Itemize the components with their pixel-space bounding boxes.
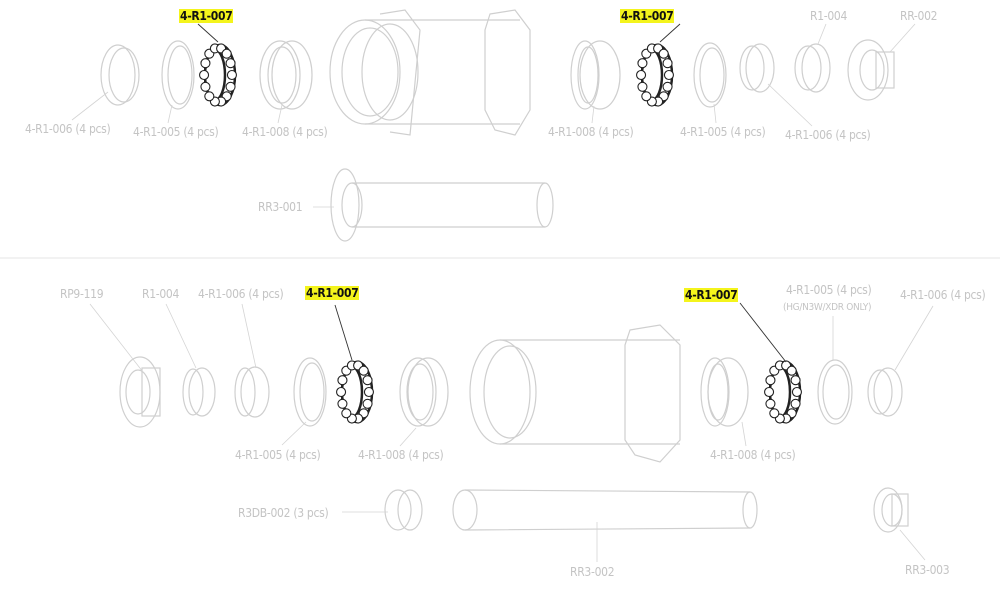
top-label-4-r1-007-left: 4-R1-007 — [179, 9, 234, 23]
bearing-ball — [764, 386, 775, 398]
bottom-part-4-r1-005-left — [293, 357, 327, 427]
top-bearing-4-r1-007-left — [199, 43, 237, 107]
bearing-ball — [362, 398, 373, 409]
bottom-part-4-r1-008-left — [399, 357, 449, 427]
bottom-part-r3db-002 — [384, 489, 423, 531]
bottom-label-4-r1-006-right: 4-R1-006 (4 pcs) — [900, 288, 986, 302]
top-label-4-r1-006-right: 4-R1-006 (4 pcs) — [785, 128, 871, 142]
bearing-ball — [791, 386, 802, 398]
bottom-label-4-r1-007-right: 4-R1-007 — [684, 288, 739, 302]
bottom-label-rr3-003: RR3-003 — [905, 563, 950, 577]
bottom-label-r3db-002: R3DB-002 (3 pcs) — [238, 506, 329, 520]
bearing-ball — [337, 398, 348, 409]
bearing-ball — [662, 81, 673, 92]
top-bearing-4-r1-007-right — [636, 43, 674, 107]
bearing-ball — [641, 91, 652, 102]
top-label-4-r1-007-right: 4-R1-007 — [620, 9, 675, 23]
bearing-ball — [204, 91, 215, 102]
top-label-4-r1-005-right: 4-R1-005 (4 pcs) — [680, 125, 766, 139]
bearing-ball — [200, 58, 211, 69]
bottom-label-hg-n3w-xdr-note: (HG/N3W/XDR ONLY) — [783, 302, 872, 313]
bearing-ball — [199, 69, 210, 81]
top-label-4-r1-005-left: 4-R1-005 (4 pcs) — [133, 125, 219, 139]
bearing-ball — [358, 365, 369, 376]
top-label-4-r1-008-right: 4-R1-008 (4 pcs) — [548, 125, 634, 139]
top-label-rr-002: RR-002 — [900, 9, 938, 23]
bottom-label-4-r1-007-left: 4-R1-007 — [305, 286, 360, 300]
top-part-4-r1-008-left — [259, 40, 313, 110]
bearing-ball — [226, 69, 237, 81]
bearing-ball — [662, 58, 673, 69]
top-part-4-r1-008-right — [570, 40, 621, 110]
bottom-part-4-r1-006-left — [234, 366, 270, 418]
top-hub-shell — [329, 9, 531, 136]
bearing-ball — [221, 48, 232, 59]
bottom-part-4-r1-005-right — [817, 359, 853, 425]
bearing-ball — [341, 408, 352, 419]
top-label-4-r1-006-left: 4-R1-006 (4 pcs) — [25, 122, 111, 136]
bottom-part-r1-004 — [182, 367, 216, 417]
bottom-label-rr3-002: RR3-002 — [570, 565, 615, 579]
bearing-ball — [765, 375, 776, 386]
bearing-ball — [790, 375, 801, 386]
bearing-ball — [765, 398, 776, 409]
bottom-label-4-r1-008-right: 4-R1-008 (4 pcs) — [710, 448, 796, 462]
bearing-ball — [225, 58, 236, 69]
bottom-label-4-r1-008-left: 4-R1-008 (4 pcs) — [358, 448, 444, 462]
bottom-part-rp9-119 — [119, 356, 161, 428]
top-label-4-r1-008-left: 4-R1-008 (4 pcs) — [242, 125, 328, 139]
bearing-ball — [636, 69, 647, 81]
top-axle-rr3-001 — [330, 168, 554, 242]
top-label-r1-004: R1-004 — [810, 9, 848, 23]
bearing-ball — [663, 69, 674, 81]
bottom-label-4-r1-006-left: 4-R1-006 (4 pcs) — [198, 287, 284, 301]
bearing-ball — [786, 365, 797, 376]
top-part-r1-004 — [794, 43, 831, 93]
bottom-part-4-r1-006-right — [867, 367, 903, 417]
top-part-4-r1-005-right — [693, 42, 727, 108]
bottom-part-rr3-003 — [873, 487, 909, 533]
top-part-4-r1-006-left — [100, 44, 140, 106]
top-part-rr-002 — [847, 39, 895, 101]
bearing-ball — [336, 386, 347, 398]
bearing-ball — [658, 48, 669, 59]
bearing-ball — [769, 408, 780, 419]
bearing-ball — [637, 58, 648, 69]
bottom-bearing-4-r1-007-right — [764, 360, 802, 424]
bottom-bearing-4-r1-007-left — [336, 360, 374, 424]
bearing-ball — [200, 81, 211, 92]
bottom-label-4-r1-005-left: 4-R1-005 (4 pcs) — [235, 448, 321, 462]
bearing-ball — [637, 81, 648, 92]
bottom-hub-shell — [469, 324, 681, 463]
bottom-label-r1-004: R1-004 — [142, 287, 180, 301]
top-part-4-r1-006-right — [739, 43, 775, 93]
bearing-ball — [337, 375, 348, 386]
bearing-ball — [363, 386, 374, 398]
bearing-ball — [790, 398, 801, 409]
bottom-axle-rr3-002 — [452, 489, 758, 531]
bottom-label-4-r1-005-right: 4-R1-005 (4 pcs) — [786, 283, 872, 297]
bottom-label-rp9-119: RP9-119 — [60, 287, 104, 301]
top-label-rr3-001: RR3-001 — [258, 200, 303, 214]
bearing-ball — [225, 81, 236, 92]
bottom-part-4-r1-008-right — [700, 357, 749, 427]
top-part-4-r1-005-left — [161, 40, 195, 110]
bearing-ball — [362, 375, 373, 386]
